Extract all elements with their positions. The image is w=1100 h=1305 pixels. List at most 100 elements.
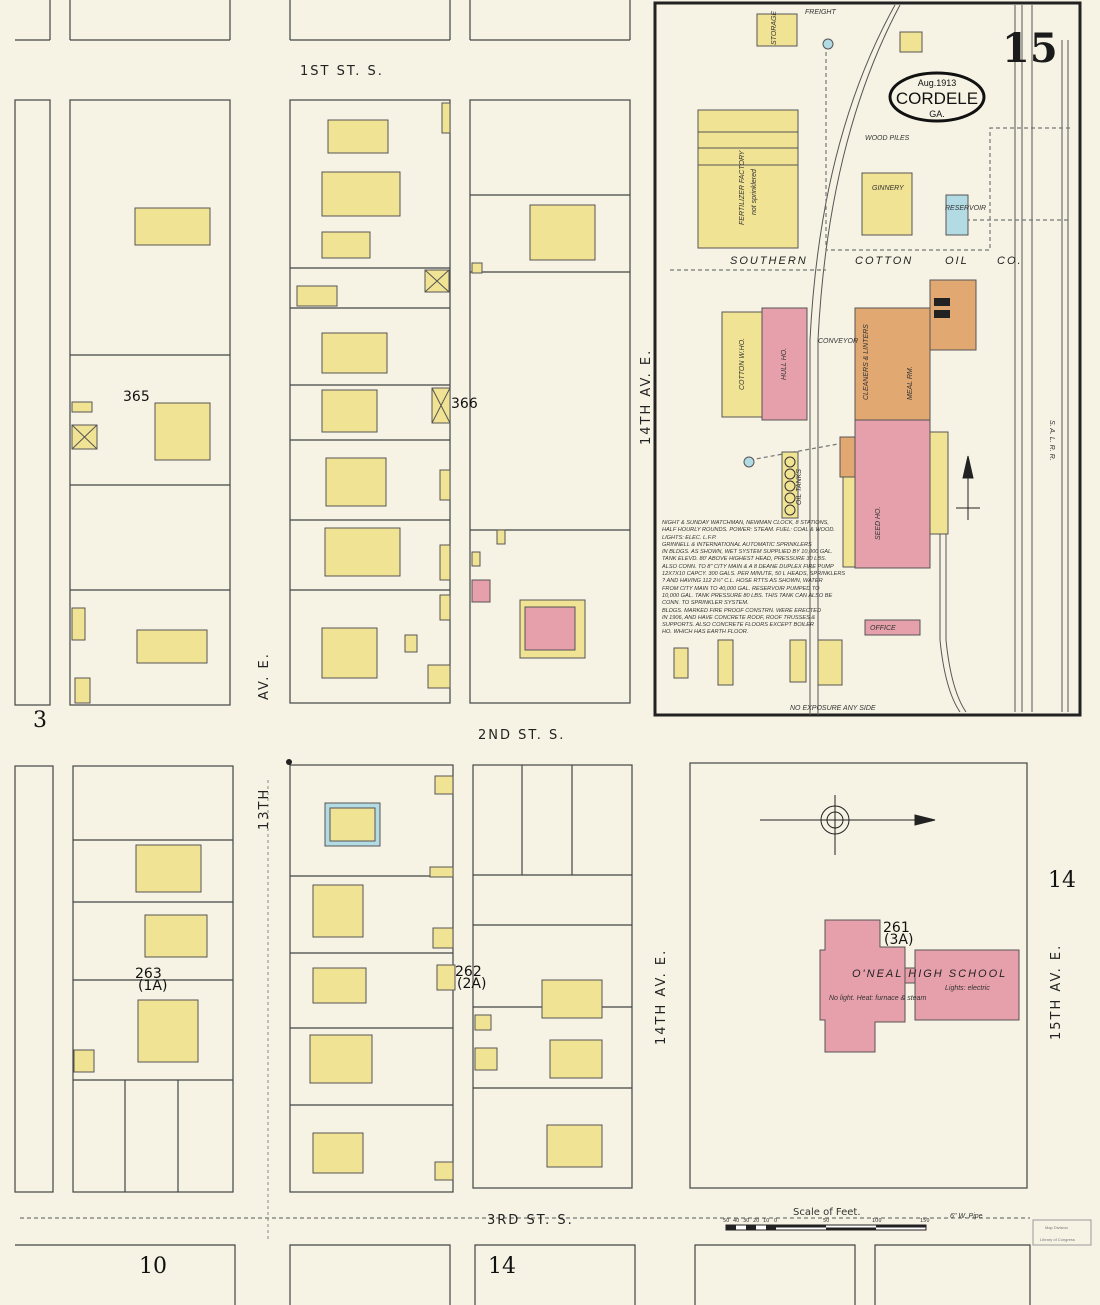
note-line: Also conn. to 8" city main & a 8 Deane d… [662, 563, 834, 570]
note-line: half hourly rounds. Power: steam. Fuel: … [662, 527, 835, 534]
storage-label: STORAGE [771, 11, 778, 45]
street-label-av-e: AV. E. [257, 652, 272, 700]
dwelling [321, 332, 388, 374]
school-name: O'NEAL HIGH SCHOOL [852, 968, 1007, 980]
street-label-13th: 13TH [257, 788, 272, 830]
seed-house [854, 419, 931, 569]
note-line: ? and having 112 2½" c.l. hose rtts as s… [662, 578, 823, 585]
dwelling [321, 627, 378, 679]
water-tank-icon [822, 38, 834, 50]
street-label-2nd: 2ND ST. S. [478, 728, 565, 743]
company-label: COTTON [855, 255, 913, 267]
compass-rose-icon [760, 795, 936, 855]
note-line: supports. Also concrete floors except bo… [662, 622, 814, 629]
svg-text:0: 0 [774, 1218, 777, 1224]
street-label-14th-upper: 14TH AV. E. [639, 349, 654, 445]
dwelling [324, 527, 401, 577]
street-label-3rd: 3RD ST. S. [487, 1213, 574, 1228]
note-line: in 1906, and have concrete roof, roof tr… [662, 614, 816, 621]
boiler-house [929, 279, 977, 351]
block-365 [69, 99, 231, 706]
adjacent-sheet-number[interactable]: 10 [139, 1254, 167, 1279]
svg-text:50: 50 [823, 1218, 829, 1224]
adjacent-sheet-number[interactable]: 3 [33, 708, 47, 733]
block-261 [689, 762, 1028, 1189]
cotton-wh-label: COTTON W.HO. [739, 338, 746, 390]
adjacent-sheet-number[interactable]: 14 [1048, 868, 1076, 893]
wood-piles-label: WOOD PILES [865, 135, 910, 142]
sheet-number: 15 [1002, 25, 1058, 72]
reservoir-label: RESERVOIR [945, 205, 986, 212]
industrial-inset-frame [653, 1, 1082, 717]
block-number: 262 [455, 964, 482, 980]
small-dwellings-industrial [673, 639, 843, 686]
adjacent-sheet-number[interactable]: 14 [488, 1254, 516, 1279]
dwelling [321, 389, 378, 433]
note-line: conn. to sprinkler system. [662, 600, 749, 607]
note-line: 10,000 gal. tank pressure 80 lbs. this t… [662, 592, 833, 599]
note-line: from city main to 40,000 gal. reservoir … [662, 585, 820, 592]
block-sub: (3A) [884, 932, 913, 948]
note-line: tank elevd. 80' above highest head, pres… [662, 556, 827, 563]
block-number: 263 [135, 966, 162, 982]
school-note: No light. Heat: furnace & steam [829, 995, 926, 1002]
brick-dwelling [524, 606, 576, 651]
seed-ho-label: SEED HO. [875, 506, 882, 540]
note-line: 12x7x10 capcy. 300 gals. per minute, 50 … [662, 571, 846, 578]
title-cartouche [888, 71, 986, 123]
note-line: Bldgs. marked fire proof constrn. were e… [662, 607, 822, 614]
sheet-date: Aug.1913 [918, 78, 957, 88]
railroad-label: S. A. L. R. R. [1048, 420, 1055, 461]
no-exposure-label: NO EXPOSURE ANY SIDE [790, 705, 876, 712]
dwelling [136, 629, 208, 664]
street-label-15th: 15TH AV. E. [1049, 944, 1064, 1040]
svg-text:50: 50 [723, 1218, 729, 1224]
block-number: 261 [883, 920, 910, 936]
company-label: SOUTHERN [730, 255, 808, 267]
fire-protection-notes: Night & Sunday watchman, Newman clock, 8… [662, 520, 847, 637]
cleaners-label: CLEANERS & LINTERS [863, 324, 870, 400]
reservoir [945, 194, 969, 236]
dwellings-upper [71, 102, 596, 704]
dwelling [327, 119, 389, 154]
stamp-line: Library of Congress [1040, 1237, 1075, 1242]
fertilizer-factory [697, 109, 799, 249]
hull-house [761, 307, 808, 421]
block-number: 365 [123, 389, 150, 405]
note-line: Grinnell & International automatic sprin… [662, 541, 812, 548]
office [864, 619, 921, 636]
note-line: Lights: elec. l.f.p. [662, 534, 717, 541]
freight-label: FREIGHT [805, 9, 836, 16]
hull-ho-label: HULL HO. [781, 348, 788, 380]
dwellings-lower [73, 775, 603, 1181]
svg-text:150: 150 [920, 1218, 930, 1224]
meal-rm-label: MEAL RM. [907, 366, 914, 400]
ginnery-label: GINNERY [872, 185, 905, 192]
fertilizer-label: FERTILIZER FACTORY [739, 149, 746, 225]
fertilizer-note: not sprinklered [751, 168, 758, 215]
pipe-label: 6" W. Pipe [950, 1213, 983, 1220]
stamp-line: Map Division [1045, 1225, 1068, 1230]
cleaners-linters-building [854, 307, 931, 421]
company-label: CO. [997, 255, 1023, 267]
company-label: OIL [945, 255, 969, 267]
sheet-state: GA. [929, 109, 945, 119]
svg-text:20: 20 [753, 1218, 759, 1224]
street-lines [15, 0, 631, 41]
block-sub: (2A) [457, 976, 486, 992]
office-label: OFFICE [870, 625, 896, 632]
svg-text:10: 10 [763, 1218, 769, 1224]
svg-text:100: 100 [872, 1218, 882, 1224]
school-note: Lights: electric [945, 985, 990, 992]
sheet-city: CORDELE [896, 89, 978, 108]
svg-text:40: 40 [733, 1218, 739, 1224]
block-sub: (1A) [138, 978, 167, 994]
library-stamp [1032, 1219, 1092, 1246]
svg-text:30: 30 [743, 1218, 749, 1224]
ginnery [861, 172, 913, 236]
block-north-14th [469, 99, 631, 704]
storage-building [756, 13, 798, 47]
street-label-14th-lower: 14TH AV. E. [654, 949, 669, 1045]
